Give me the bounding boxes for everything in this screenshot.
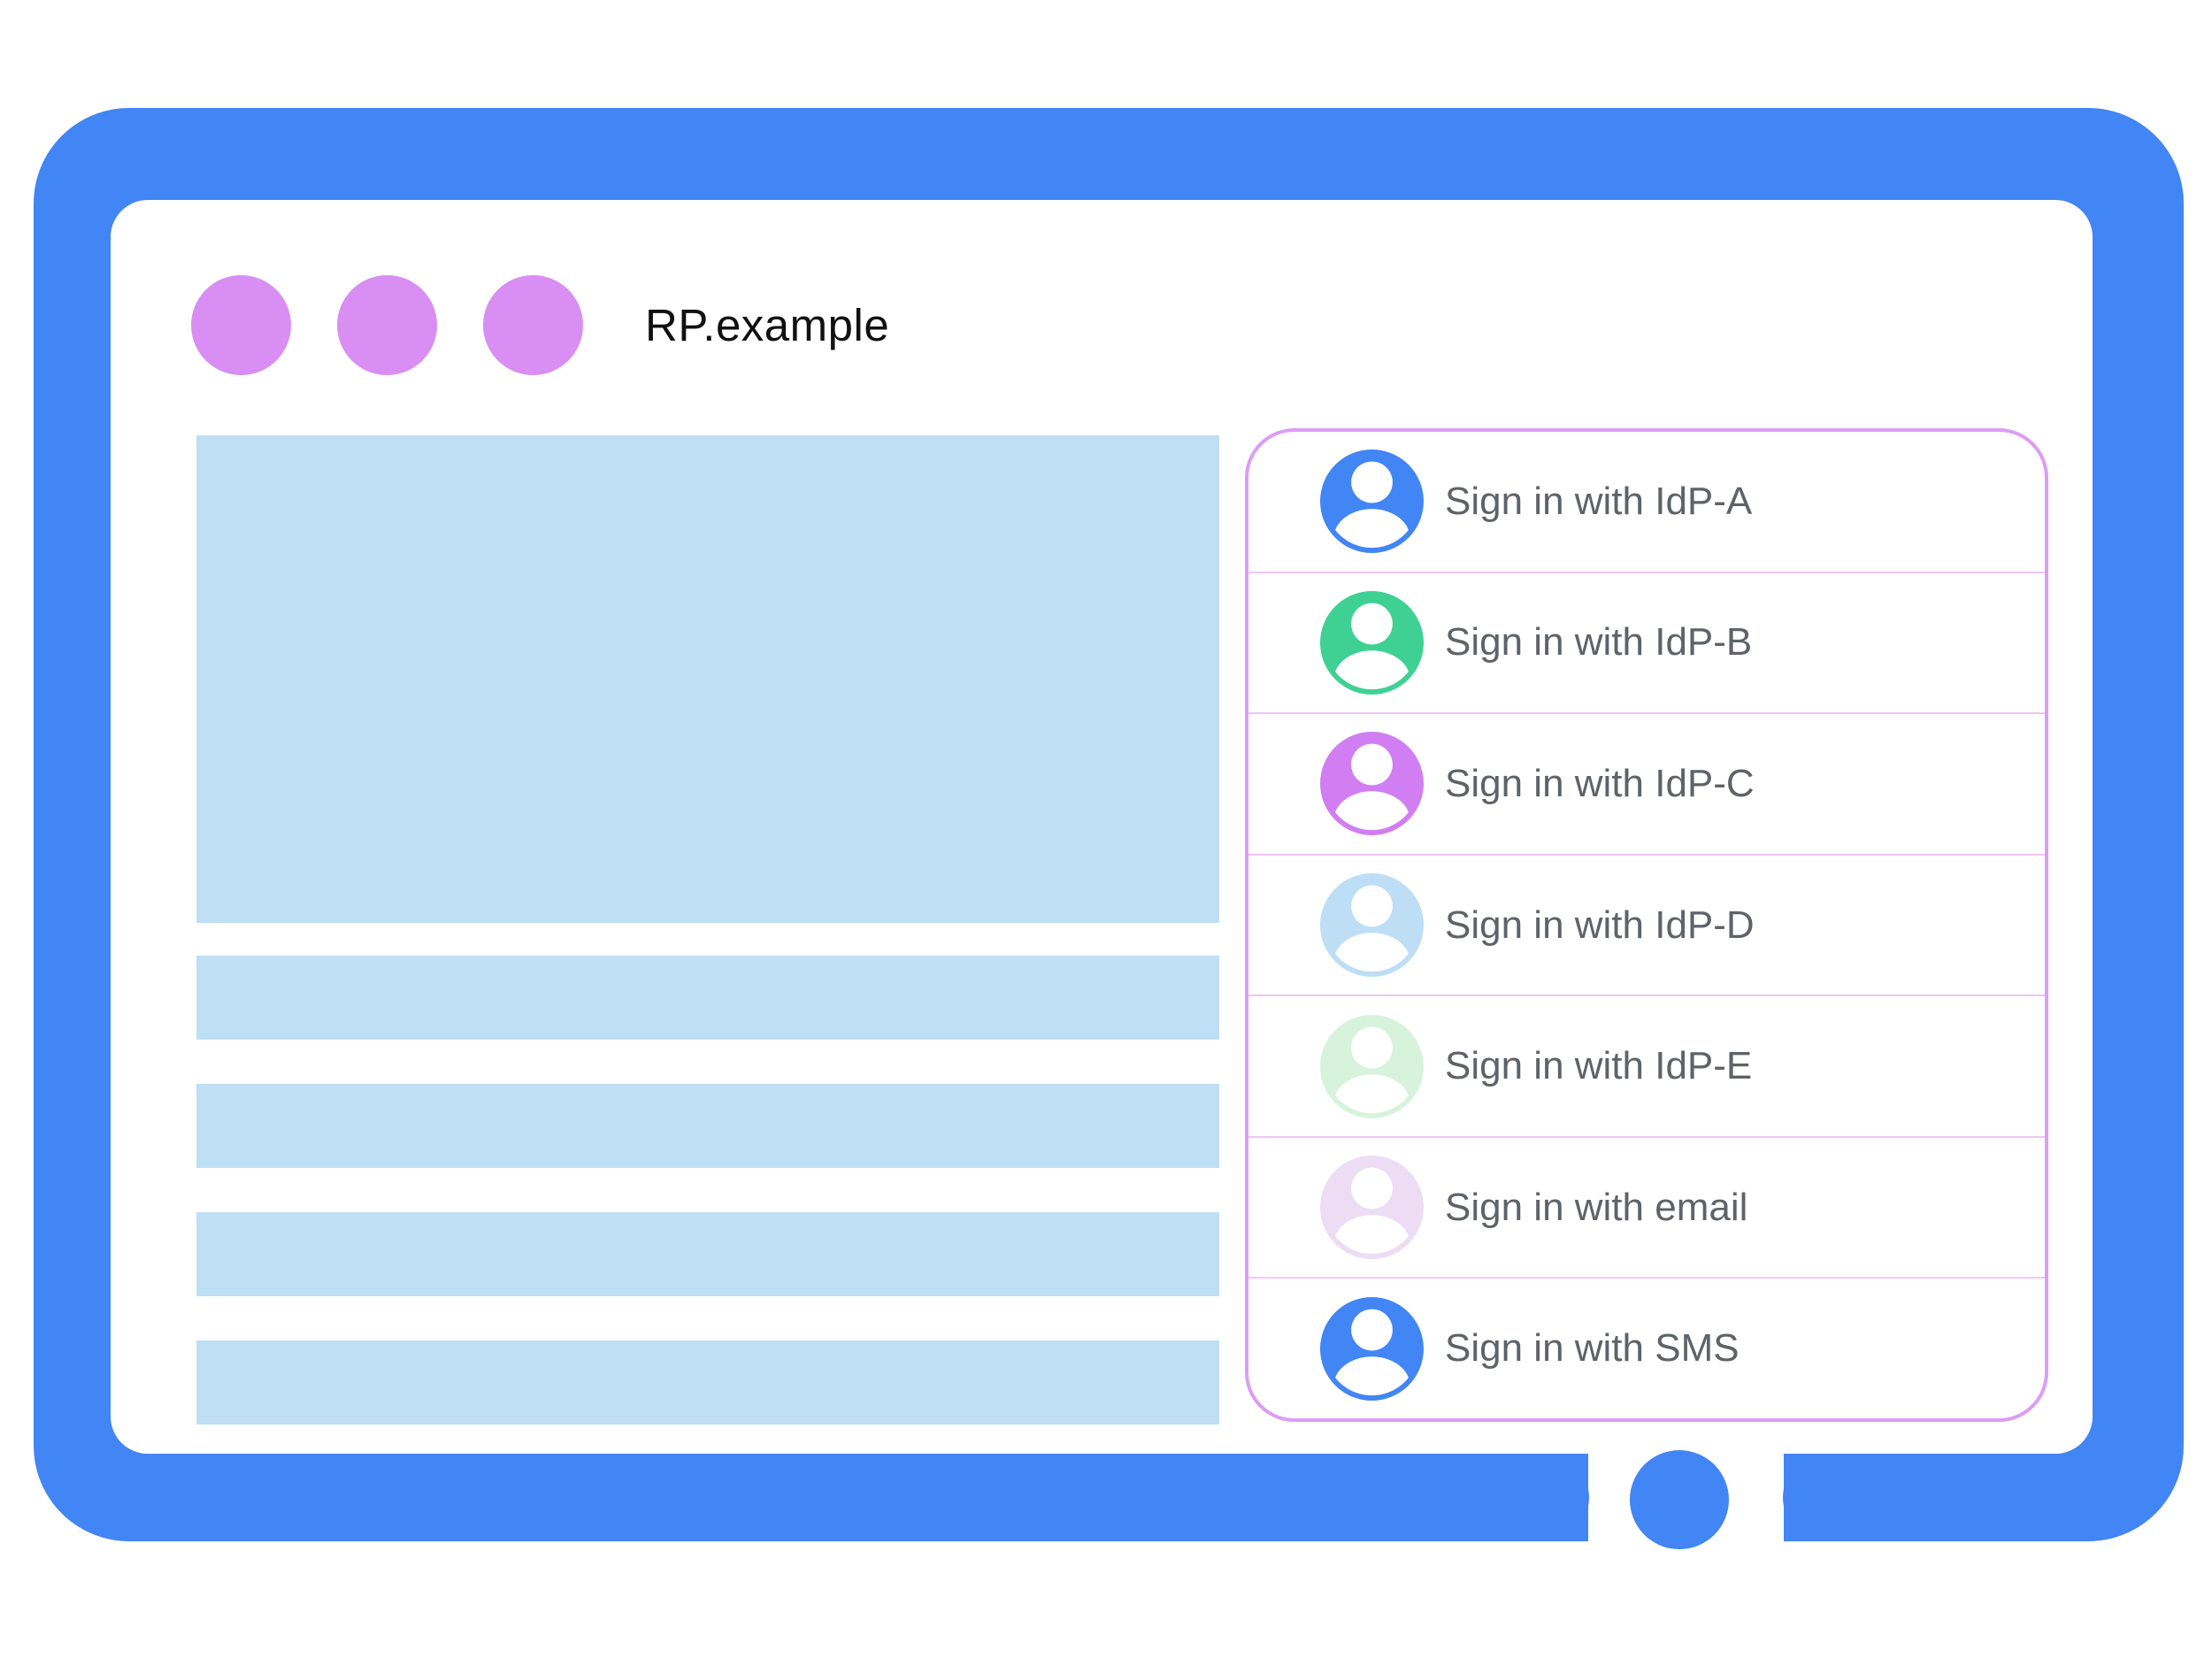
signin-option-label: Sign in with IdP-A bbox=[1445, 479, 1753, 523]
signin-option-idp-b[interactable]: Sign in with IdP-B bbox=[1248, 571, 2045, 713]
signin-option-label: Sign in with IdP-E bbox=[1445, 1044, 1753, 1088]
signin-option-label: Sign in with IdP-C bbox=[1445, 761, 1755, 805]
home-button[interactable] bbox=[1630, 1450, 1729, 1549]
browser-chrome-bar: RP.example bbox=[191, 274, 889, 375]
signin-option-label: Sign in with SMS bbox=[1445, 1326, 1740, 1371]
user-avatar-icon bbox=[1320, 1014, 1424, 1118]
signin-option-idp-c[interactable]: Sign in with IdP-C bbox=[1248, 712, 2045, 854]
user-avatar-icon bbox=[1320, 873, 1424, 978]
signin-option-email[interactable]: Sign in with email bbox=[1248, 1135, 2045, 1278]
browser-window: RP.example Sign in with IdP-A bbox=[111, 200, 2093, 1454]
signin-dialog: Sign in with IdP-A Sign in with IdP-B bbox=[1245, 428, 2048, 1422]
page-title: RP.example bbox=[645, 299, 890, 350]
window-control-dot bbox=[483, 274, 583, 375]
user-avatar-icon bbox=[1320, 449, 1424, 554]
bezel-right-cap bbox=[1783, 1454, 1864, 1541]
signin-option-label: Sign in with IdP-D bbox=[1445, 902, 1755, 947]
bezel-left-cap bbox=[1508, 1454, 1589, 1541]
user-avatar-icon bbox=[1320, 732, 1424, 836]
content-placeholder-bar bbox=[196, 1340, 1219, 1425]
user-avatar-icon bbox=[1320, 1156, 1424, 1260]
signin-option-idp-a[interactable]: Sign in with IdP-A bbox=[1248, 432, 2045, 572]
page-content-placeholders bbox=[196, 435, 1219, 1425]
signin-option-sms[interactable]: Sign in with SMS bbox=[1248, 1277, 2045, 1418]
content-placeholder-hero bbox=[196, 435, 1219, 923]
signin-option-idp-d[interactable]: Sign in with IdP-D bbox=[1248, 853, 2045, 995]
user-avatar-icon bbox=[1320, 1296, 1424, 1401]
content-placeholder-bar bbox=[196, 1084, 1219, 1168]
tablet-frame: RP.example Sign in with IdP-A bbox=[34, 108, 2184, 1549]
signin-option-idp-e[interactable]: Sign in with IdP-E bbox=[1248, 995, 2045, 1136]
window-control-dot bbox=[191, 274, 291, 375]
window-control-dot bbox=[337, 274, 437, 375]
signin-option-label: Sign in with IdP-B bbox=[1445, 620, 1753, 664]
user-avatar-icon bbox=[1320, 590, 1424, 695]
content-placeholder-bar bbox=[196, 1212, 1219, 1296]
signin-option-label: Sign in with email bbox=[1445, 1185, 1748, 1229]
content-placeholder-bar bbox=[196, 956, 1219, 1040]
